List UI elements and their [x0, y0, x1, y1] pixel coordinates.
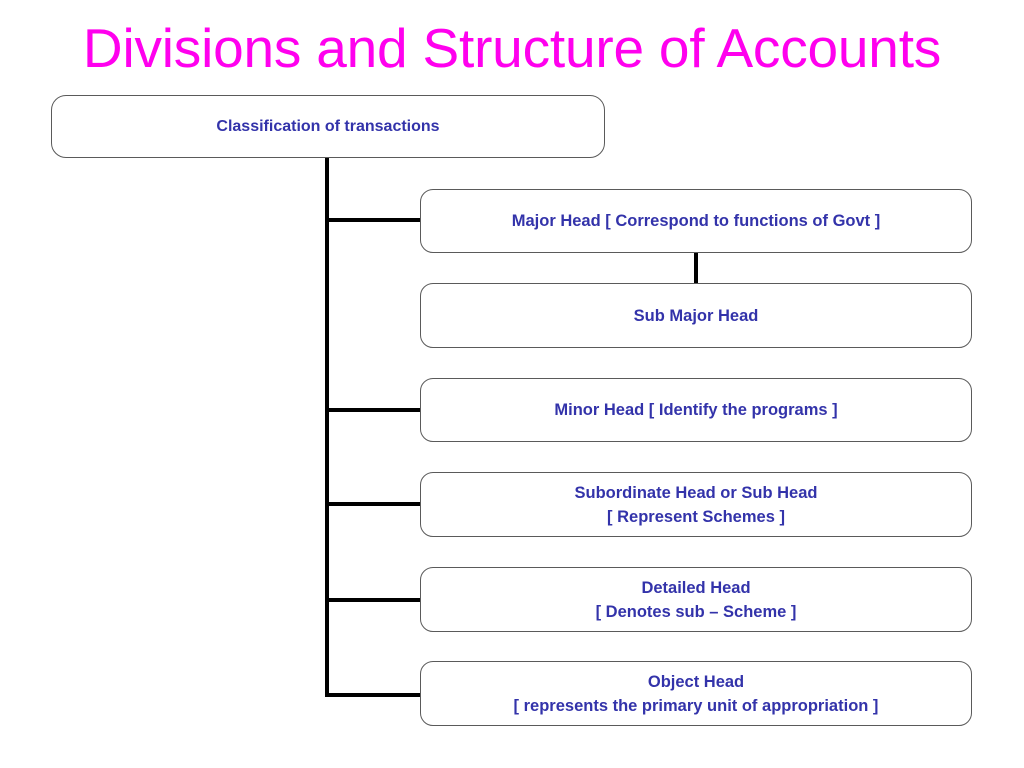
node-label-group: Detailed Head [ Denotes sub – Scheme ]: [431, 576, 961, 624]
node-object-head[interactable]: Object Head [ represents the primary uni…: [420, 661, 972, 726]
node-label-line: [ represents the primary unit of appropr…: [513, 696, 879, 715]
connector-branch-to-subordinate-head: [327, 502, 421, 506]
node-label-line: [ Represent Schemes ]: [607, 507, 785, 526]
node-label-group: Classification of transactions: [62, 115, 594, 139]
node-label-group: Minor Head [ Identify the programs ]: [431, 398, 961, 422]
node-label-line: [ Denotes sub – Scheme ]: [595, 602, 797, 621]
node-label-group: Object Head [ represents the primary uni…: [431, 670, 961, 718]
node-label-line: Major Head [ Correspond to functions of …: [511, 212, 881, 230]
node-detailed-head[interactable]: Detailed Head [ Denotes sub – Scheme ]: [420, 567, 972, 632]
connector-branch-to-object-head: [327, 693, 421, 697]
node-subordinate-head[interactable]: Subordinate Head or Sub Head [ Represent…: [420, 472, 972, 537]
node-label-group: Major Head [ Correspond to functions of …: [431, 209, 961, 233]
node-label-line: Classification of transactions: [216, 117, 440, 135]
connector-link-major-to-sub-major: [694, 252, 698, 284]
connector-branch-to-minor-head: [327, 408, 421, 412]
node-label-group: Subordinate Head or Sub Head [ Represent…: [431, 481, 961, 529]
connector-branch-to-major-head: [327, 218, 421, 222]
page-title: Divisions and Structure of Accounts: [82, 17, 942, 79]
connector-branch-to-detailed-head: [327, 598, 421, 602]
node-label-group: Sub Major Head: [431, 304, 961, 328]
node-label-line: Detailed Head: [641, 578, 751, 597]
node-label-line: Subordinate Head or Sub Head: [574, 483, 818, 502]
node-classification-of-transactions[interactable]: Classification of transactions: [51, 95, 605, 158]
connector-trunk-from-root: [325, 158, 329, 697]
node-minor-head[interactable]: Minor Head [ Identify the programs ]: [420, 378, 972, 442]
node-label-line: Object Head: [647, 672, 745, 691]
node-major-head[interactable]: Major Head [ Correspond to functions of …: [420, 189, 972, 253]
node-label-line: Minor Head [ Identify the programs ]: [554, 401, 838, 419]
node-label-line: Sub Major Head: [633, 306, 759, 325]
node-sub-major-head[interactable]: Sub Major Head: [420, 283, 972, 348]
